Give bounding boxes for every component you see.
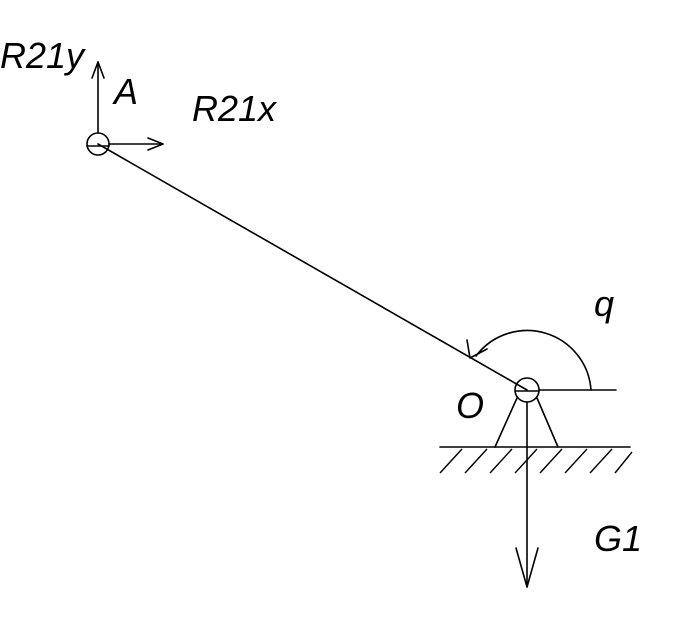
label-r21x: R21x <box>192 88 278 129</box>
force-r21x-arrow <box>108 137 164 151</box>
force-r21y-arrow <box>91 61 105 134</box>
label-o: O <box>456 385 484 426</box>
label-a: A <box>112 71 138 112</box>
support-triangle <box>494 397 559 448</box>
label-r21y: R21y <box>0 35 86 76</box>
angle-q-arc <box>466 329 592 391</box>
ground-hatching <box>439 446 633 474</box>
link-ao <box>97 143 528 391</box>
label-q: q <box>594 283 614 324</box>
label-g1: G1 <box>594 518 642 559</box>
force-g1-arrow <box>515 401 539 588</box>
